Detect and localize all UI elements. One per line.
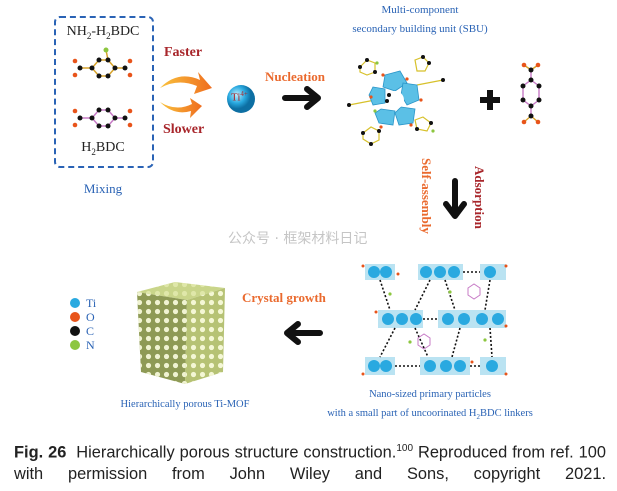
- adsorption-label: Adsorption: [472, 166, 487, 229]
- sbu-title-line2: secondary building unit (SBU): [352, 23, 488, 35]
- plus-icon: [480, 90, 500, 110]
- watermark: 公众号 · 框架材料日记: [228, 231, 368, 247]
- legend-item-o: O: [70, 310, 96, 324]
- mixing-label: Mixing: [83, 181, 123, 196]
- h2bdc-label: H2BDC: [81, 140, 125, 157]
- self-assembly-label: Self-assembly: [419, 158, 434, 234]
- h2bdc-molecule: [72, 107, 133, 129]
- c-swatch: [70, 326, 80, 336]
- nh2-h2bdc-label: NH2-H2BDC: [66, 24, 140, 41]
- element-legend: Ti O C N: [70, 296, 96, 352]
- ti-ion-sphere: [227, 85, 255, 113]
- nucleation-label: Nucleation: [265, 69, 325, 84]
- right-arrow-icon: [282, 86, 321, 110]
- ti-swatch: [70, 298, 80, 308]
- porous-ti-mof-cube: [137, 282, 225, 384]
- left-arrow-icon: [284, 321, 323, 345]
- figure-caption: Fig. 26 Hierarchically porous structure …: [14, 443, 606, 484]
- particles-label-line2: with a small part of uncoorinated H2BDC …: [327, 408, 533, 422]
- curved-arrows-icon: [160, 72, 212, 118]
- figure-number: Fig. 26: [14, 443, 67, 462]
- down-arrow-icon: [443, 178, 467, 219]
- particles-label-line1: Nano-sized primary particles: [369, 389, 491, 400]
- nh2-h2bdc-molecule: [72, 47, 133, 79]
- faster-label: Faster: [164, 45, 203, 60]
- ti-ion-label: Ti4+: [231, 90, 248, 104]
- legend-item-c: C: [70, 324, 96, 338]
- legend-item-n: N: [70, 338, 96, 352]
- primary-particles-framework-image: [361, 264, 508, 376]
- legend-item-ti: Ti: [70, 296, 96, 310]
- n-swatch: [70, 340, 80, 350]
- slower-label: Slower: [163, 122, 205, 137]
- sbu-structure-image: [347, 55, 445, 146]
- mof-label: Hierarchically porous Ti-MOF: [120, 399, 250, 410]
- crystal-growth-label: Crystal growth: [242, 290, 326, 305]
- h2bdc-linker-molecule: [520, 62, 542, 125]
- o-swatch: [70, 312, 80, 322]
- sbu-title-line1: Multi-component: [381, 4, 459, 16]
- mixing-box: [54, 16, 154, 168]
